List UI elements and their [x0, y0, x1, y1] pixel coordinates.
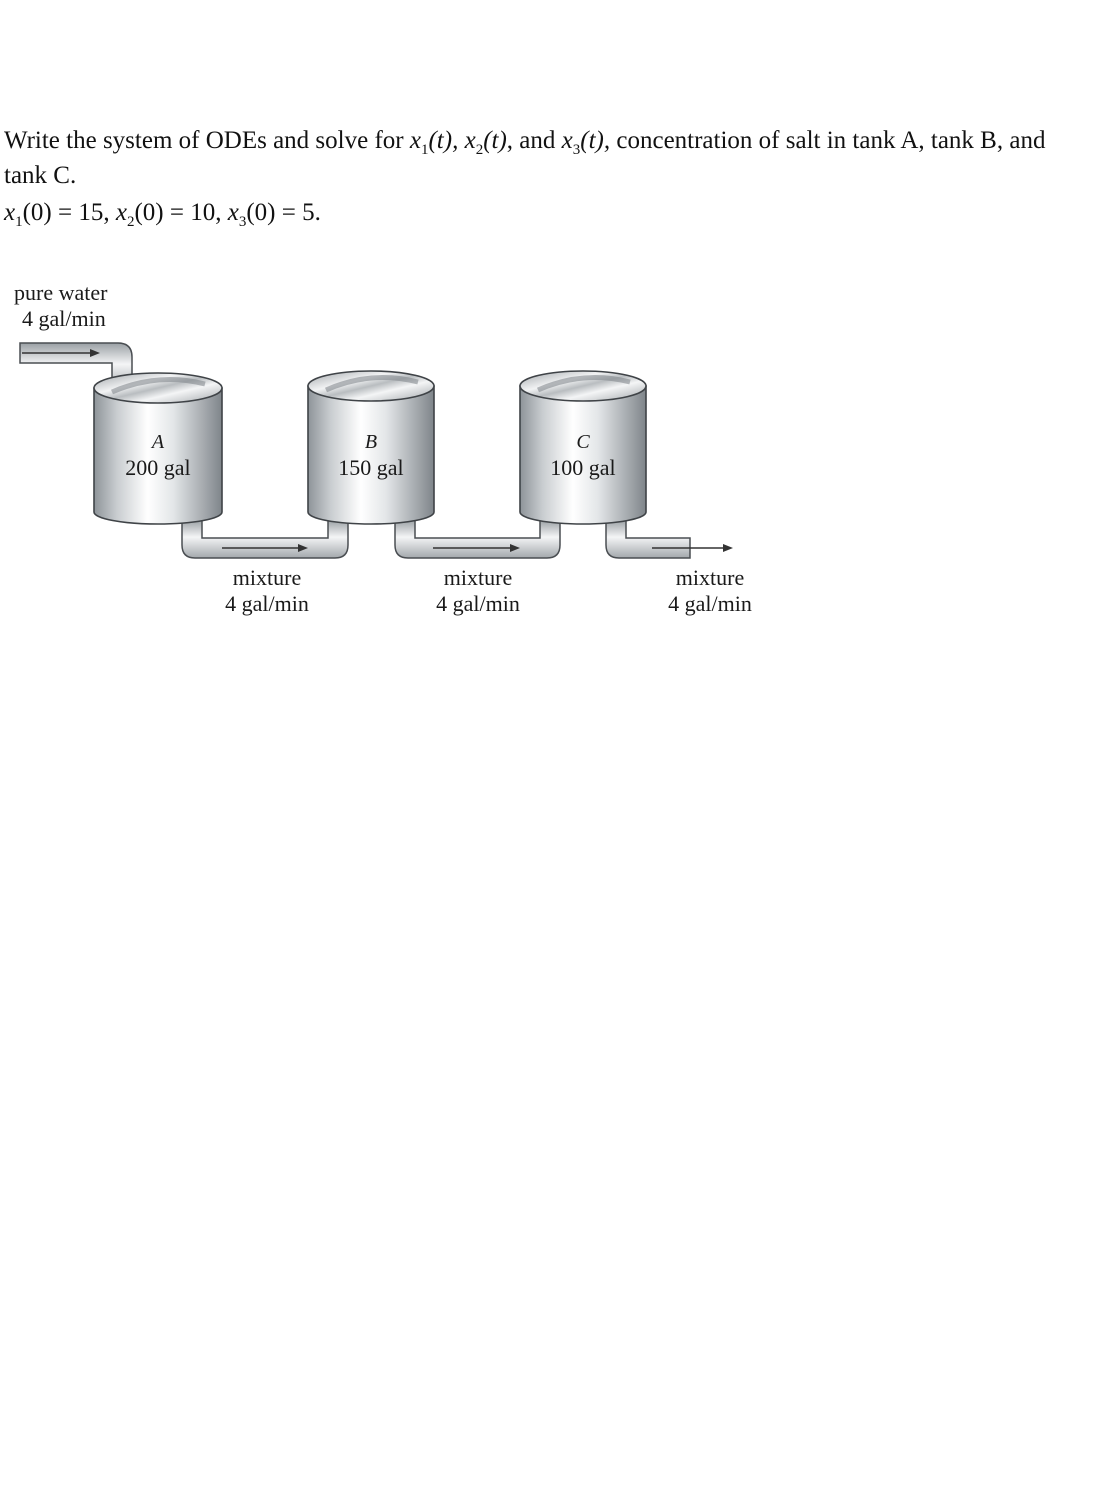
pipe-a-b [181, 519, 349, 559]
tank-c-label: C 100 gal [550, 431, 616, 480]
problem-text: Write the system of ODEs and solve for x… [4, 127, 1046, 189]
flow-label-b-c: mixture 4 gal/min [436, 565, 520, 616]
tank-c [519, 370, 647, 525]
tank-a [93, 372, 223, 525]
tank-diagram-drawing [19, 342, 733, 559]
tank-b [307, 370, 435, 525]
inflow-label: pure water 4 gal/min [14, 280, 108, 331]
flow-label-outflow: mixture 4 gal/min [668, 565, 752, 616]
problem-statement: Write the system of ODEs and solve for x… [4, 123, 1084, 230]
tank-a-label: A 200 gal [125, 431, 191, 480]
initial-conditions: x1(0) = 15, x2(0) = 10, x3(0) = 5. [4, 199, 321, 230]
tank-diagram: pure water 4 gal/min A 200 gal B 150 gal… [0, 270, 800, 640]
pipe-b-c [394, 519, 561, 559]
tank-b-label: B 150 gal [338, 431, 404, 480]
flow-label-a-b: mixture 4 gal/min [225, 565, 309, 616]
outlet-pipe [605, 519, 733, 559]
